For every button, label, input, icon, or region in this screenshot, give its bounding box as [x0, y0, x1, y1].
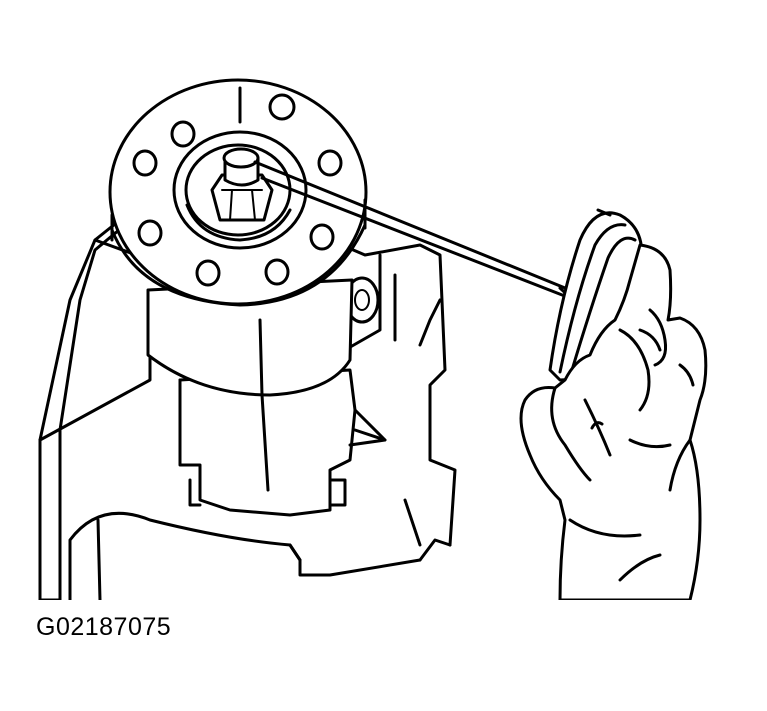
pinion-nut: [210, 147, 274, 222]
figure-code: G02187075: [36, 613, 172, 641]
flange-bolt-holes: [132, 93, 343, 287]
technician-hand: [519, 243, 708, 600]
service-illustration: [38, 78, 708, 600]
pinion-housing-neck: [146, 278, 354, 492]
